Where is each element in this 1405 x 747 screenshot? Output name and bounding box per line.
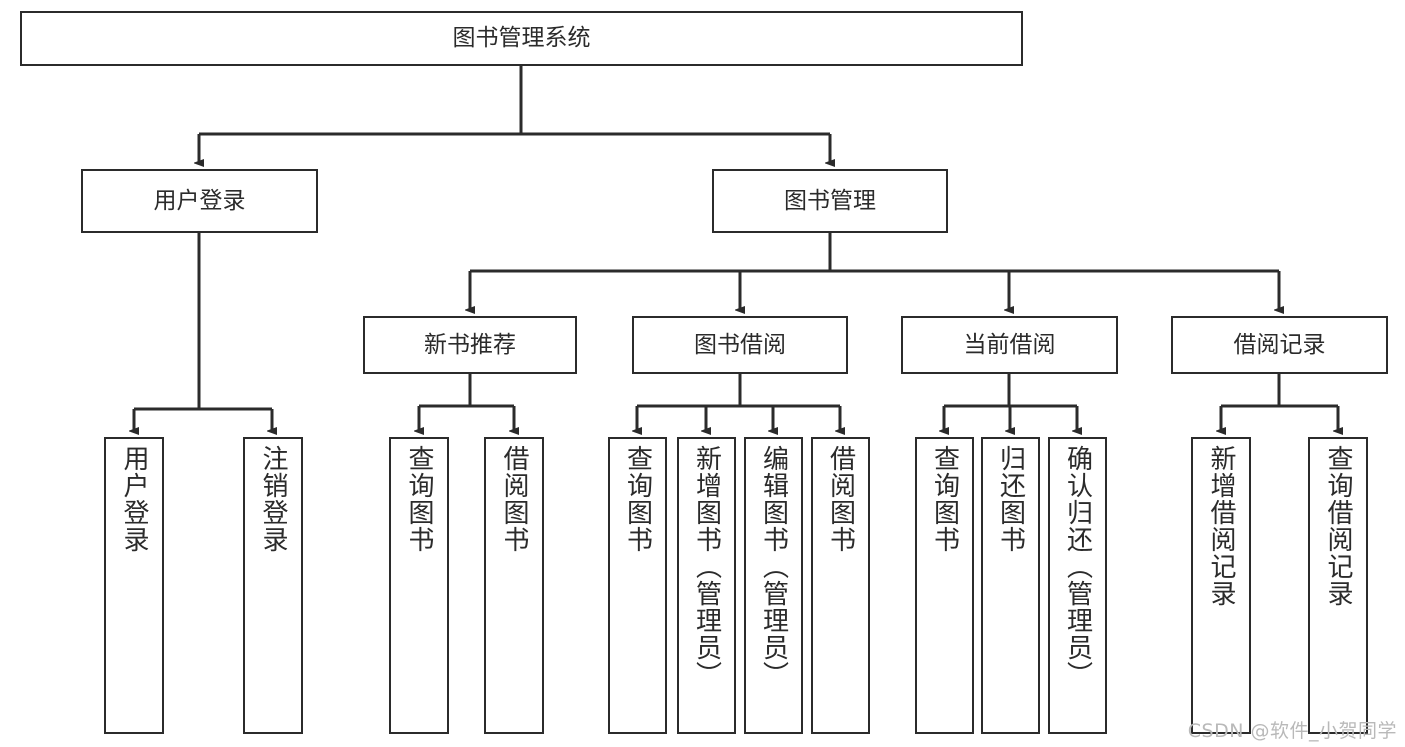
leaf-confirm-return-admin[interactable]: 确认归还（管理员） [1048, 437, 1107, 734]
node-label: 查询图书 [622, 445, 653, 553]
node-label: 查询图书 [929, 445, 960, 553]
node-book-management-module[interactable]: 图书管理 [712, 169, 948, 233]
leaf-add-book-admin[interactable]: 新增图书（管理员） [677, 437, 736, 734]
leaf-borrow-book-recommend[interactable]: 借阅图书 [484, 437, 544, 734]
node-label: 图书管理 [784, 187, 876, 214]
leaf-edit-book-admin[interactable]: 编辑图书（管理员） [744, 437, 803, 734]
node-label: 图书借阅 [694, 331, 786, 358]
node-label: 确认归还（管理员） [1062, 445, 1093, 688]
leaf-query-book-current[interactable]: 查询图书 [915, 437, 974, 734]
leaf-query-book[interactable]: 查询图书 [608, 437, 667, 734]
watermark: CSDN @软件_小贺同学 [1187, 720, 1397, 742]
node-new-book-recommend[interactable]: 新书推荐 [363, 316, 577, 374]
node-label: 新增图书（管理员） [691, 445, 722, 688]
leaf-query-borrow-record[interactable]: 查询借阅记录 [1308, 437, 1368, 734]
leaf-borrow-book[interactable]: 借阅图书 [811, 437, 870, 734]
node-label: 新增借阅记录 [1206, 445, 1236, 607]
node-label: 归还图书 [995, 445, 1026, 553]
node-label: 编辑图书（管理员） [758, 445, 789, 688]
node-label: 借阅图书 [825, 445, 856, 553]
node-current-borrow[interactable]: 当前借阅 [901, 316, 1118, 374]
leaf-user-login[interactable]: 用户登录 [104, 437, 164, 734]
leaf-add-borrow-record[interactable]: 新增借阅记录 [1191, 437, 1251, 734]
leaf-logout[interactable]: 注销登录 [243, 437, 303, 734]
node-borrow-record[interactable]: 借阅记录 [1171, 316, 1388, 374]
leaf-return-book[interactable]: 归还图书 [981, 437, 1040, 734]
node-label: 用户登录 [119, 445, 149, 553]
node-label: 图书管理系统 [452, 25, 591, 52]
node-label: 当前借阅 [963, 331, 1056, 358]
node-label: 注销登录 [258, 445, 288, 553]
node-label: 查询借阅记录 [1323, 445, 1353, 607]
node-book-borrow[interactable]: 图书借阅 [632, 316, 848, 374]
node-root-system[interactable]: 图书管理系统 [20, 11, 1023, 66]
node-label: 借阅记录 [1233, 331, 1326, 358]
node-label: 新书推荐 [424, 331, 516, 358]
node-user-login-module[interactable]: 用户登录 [81, 169, 318, 233]
node-label: 借阅图书 [499, 445, 529, 553]
node-label: 用户登录 [153, 187, 246, 214]
node-label: 查询图书 [404, 445, 434, 553]
leaf-query-book-recommend[interactable]: 查询图书 [389, 437, 449, 734]
